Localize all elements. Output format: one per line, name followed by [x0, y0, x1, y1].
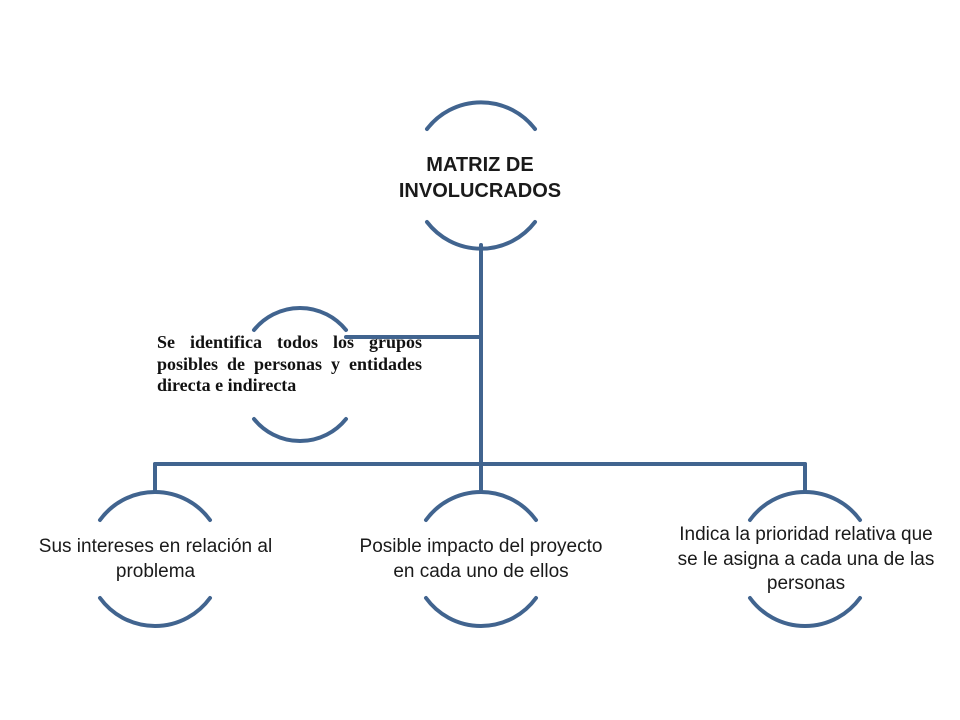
child-3-top-arc: [748, 490, 862, 522]
child-2-top-arc: [424, 490, 538, 522]
root-node-bottom-arc: [425, 220, 537, 251]
child-2-bottom-arc: [424, 596, 538, 628]
assistant-node-top-arc: [252, 306, 348, 332]
root-node-top-arc: [425, 100, 537, 131]
child-node-1-label: Sus intereses en relación al problema: [38, 536, 273, 582]
root-node-label: MATRIZ DE INVOLUCRADOS: [398, 154, 562, 202]
child-node-2-label: Posible impacto del proyecto en cada uno…: [359, 536, 603, 582]
child-node-3-label: Indica la prioridad relativa que se le a…: [677, 523, 935, 595]
assistant-node-bottom-arc: [252, 417, 348, 443]
child-1-top-arc: [98, 490, 212, 522]
assistant-node-label: Se identifica todos los grupos posibles …: [157, 332, 422, 396]
child-1-bottom-arc: [98, 596, 212, 628]
child-3-bottom-arc: [748, 596, 862, 628]
